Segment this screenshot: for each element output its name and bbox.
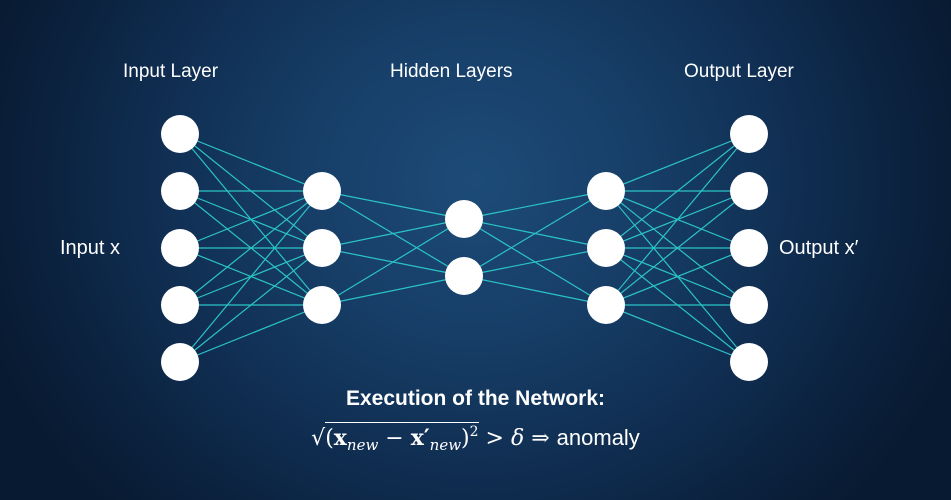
neuron-input-5 [161,343,199,381]
neuron-hidden1-2 [303,229,341,267]
neuron-output-4 [730,286,768,324]
connection-bottleneck-1-to-hidden3-1 [463,190,607,220]
x-prime-subscript: new [429,436,462,454]
connection-hidden3-3-to-output-2 [605,190,750,306]
output-x-prime-label: Output x′ [779,237,859,259]
implies-arrow: ⇒ [524,426,557,451]
x-new-subscript: new [346,436,379,454]
connection-input-5-to-hidden1-1 [179,190,323,363]
neuron-hidden3-3 [587,286,625,324]
delta-symbol: δ [510,426,525,451]
connection-hidden3-2-to-output-1 [605,133,750,249]
sqrt-sign: √ [311,426,326,451]
connection-hidden3-3-to-output-5 [605,304,750,363]
x-prime-symbol: x′ [410,425,430,451]
connection-hidden3-1-to-output-1 [605,133,750,192]
connection-input-5-to-hidden1-2 [179,247,323,363]
neuron-hidden1-3 [303,286,341,324]
neuron-bottleneck-1 [445,200,483,238]
connection-bottleneck-2-to-hidden3-2 [463,247,607,277]
output-layer-label: Output Layer [684,61,794,82]
neuron-input-1 [161,115,199,153]
connections [179,133,750,363]
greater-than-sign: > [478,426,511,451]
sqrt-radicand: (xnew − x′new)2 [325,422,479,454]
connection-input-4-to-hidden1-1 [179,190,323,306]
neuron-output-5 [730,343,768,381]
connection-hidden3-3-to-output-3 [605,247,750,306]
formula-title: Execution of the Network: [345,387,606,410]
neuron-output-2 [730,172,768,210]
connection-bottleneck-2-to-hidden3-1 [463,190,607,277]
connection-hidden1-2-to-bottleneck-1 [321,218,465,249]
x-new-symbol: x [333,425,347,451]
neuron-output-3 [730,229,768,267]
neuron-hidden3-1 [587,172,625,210]
input-x-label: Input x [60,237,121,259]
hidden-layers-label: Hidden Layers [390,61,513,82]
exponent: 2 [469,424,479,440]
connection-hidden3-3-to-output-1 [605,133,750,306]
anomaly-formula: √(xnew − x′new)2 > δ ⇒ anomaly [0,422,951,454]
neuron-output-1 [730,115,768,153]
neuron-input-2 [161,172,199,210]
neuron-hidden3-2 [587,229,625,267]
neuron-input-3 [161,229,199,267]
neuron-hidden1-1 [303,172,341,210]
neurons [161,115,768,381]
connection-input-5-to-hidden1-3 [179,304,323,363]
open-paren: ( [325,426,334,451]
minus-sign: − [378,426,411,451]
connection-hidden1-1-to-bottleneck-1 [321,190,465,220]
neuron-input-4 [161,286,199,324]
connection-hidden1-3-to-bottleneck-2 [321,275,465,306]
connection-input-1-to-hidden1-1 [179,133,323,192]
anomaly-word: anomaly [556,425,640,450]
close-paren: ) [461,426,470,451]
connection-bottleneck-2-to-hidden3-3 [463,275,607,306]
input-layer-label: Input Layer [123,61,219,82]
connection-hidden1-3-to-bottleneck-1 [321,218,465,306]
neuron-bottleneck-2 [445,257,483,295]
connection-input-3-to-hidden1-1 [179,190,323,249]
